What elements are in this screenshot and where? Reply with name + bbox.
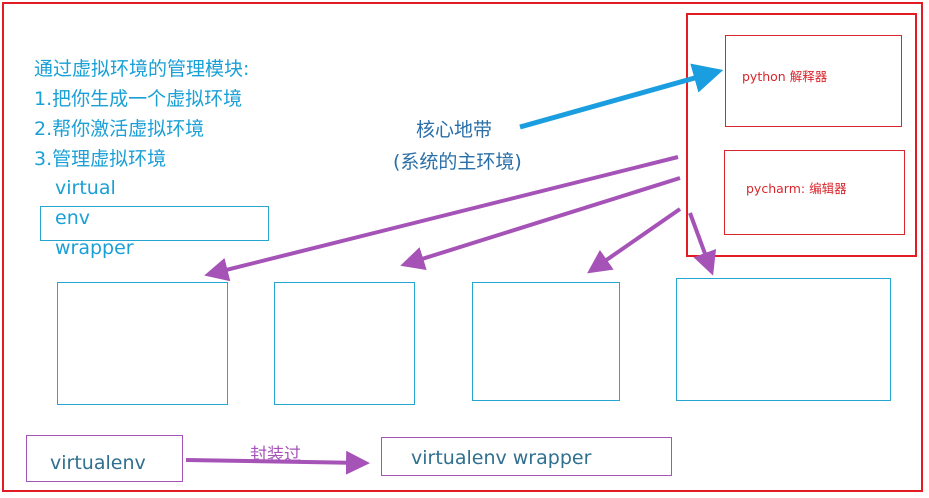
virtual-env-box-3 (472, 282, 620, 401)
arrow-to-env-1 (204, 155, 679, 282)
core-label-line-1: 核心地带 (416, 119, 493, 141)
notes-item-3: 3.管理虚拟环境 (34, 148, 167, 170)
core-label-line-2: (系统的主环境) (393, 151, 522, 173)
env-box (40, 206, 269, 241)
virtual-env-box-4 (676, 278, 891, 401)
virtualenv-wrapper-label: virtualenv wrapper (411, 447, 592, 469)
virtual-env-box-2 (274, 282, 415, 405)
notes-item-1: 1.把你生成一个虚拟环境 (34, 88, 243, 110)
virtualenv-wrapper-box (381, 437, 672, 476)
arrow-to-env-4 (688, 212, 717, 276)
python-interpreter-label: python 解释器 (742, 69, 828, 84)
core-area-frame (686, 13, 917, 257)
notes-item-2: 2.帮你激活虚拟环境 (34, 118, 205, 140)
word-virtual: virtual (55, 177, 116, 199)
pycharm-editor-box (724, 150, 905, 235)
pycharm-editor-label: pycharm: 编辑器 (746, 181, 847, 196)
virtualenv-box (26, 435, 183, 482)
arrow-wrapped (185, 450, 370, 475)
python-interpreter-box (725, 35, 902, 127)
arrow-to-python (519, 63, 724, 130)
word-wrapper: wrapper (55, 237, 134, 259)
notes-title: 通过虚拟环境的管理模块: (34, 58, 250, 80)
arrow-to-env-3 (587, 207, 682, 274)
word-env: env (55, 207, 90, 229)
virtualenv-label: virtualenv (50, 452, 146, 474)
arrow-to-env-2 (400, 176, 681, 271)
outer-frame (2, 2, 923, 492)
virtual-env-box-1 (57, 282, 228, 405)
